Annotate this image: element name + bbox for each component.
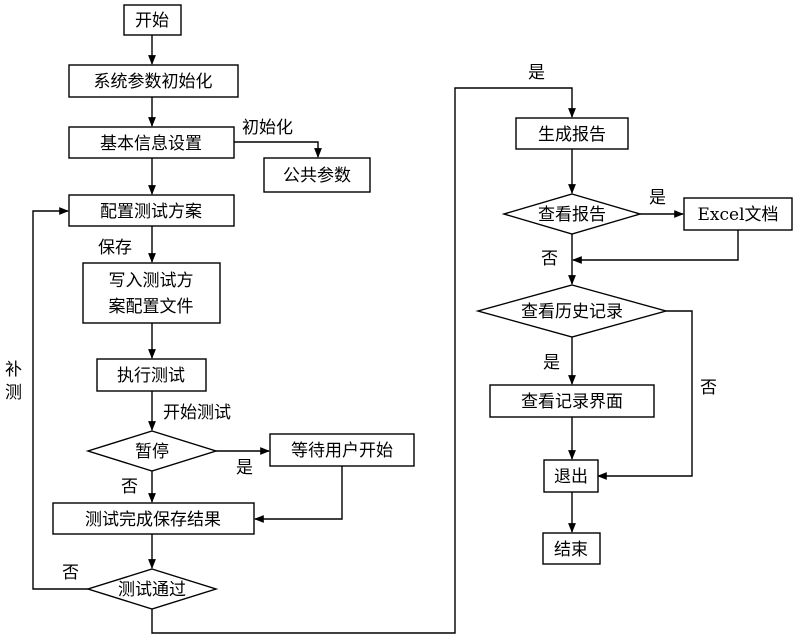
label-retest-2: 测 bbox=[5, 383, 22, 403]
node-complete-save-label: 测试完成保存结果 bbox=[85, 510, 221, 530]
node-write-config-line1: 写入测试方 bbox=[109, 271, 194, 291]
node-write-config: 写入测试方 案配置文件 bbox=[83, 263, 220, 323]
label-history-no: 否 bbox=[700, 378, 717, 398]
node-view-report-decision: 查看报告 bbox=[504, 194, 640, 234]
node-public-params: 公共参数 bbox=[264, 158, 370, 192]
node-config-plan-label: 配置测试方案 bbox=[100, 202, 202, 222]
edge-wait-to-complete bbox=[255, 466, 342, 519]
node-pass-label: 测试通过 bbox=[118, 580, 186, 600]
edge-basicinfo-to-publicparams bbox=[234, 142, 318, 157]
node-excel-doc: Excel文档 bbox=[684, 198, 792, 230]
label-pass-no: 否 bbox=[62, 563, 79, 583]
node-start-label: 开始 bbox=[135, 11, 169, 31]
node-end-label: 结束 bbox=[554, 540, 588, 560]
node-end: 结束 bbox=[543, 533, 600, 564]
label-init: 初始化 bbox=[242, 118, 293, 138]
node-complete-save: 测试完成保存结果 bbox=[53, 503, 254, 534]
node-pause-decision: 暂停 bbox=[88, 431, 216, 471]
node-pass-decision: 测试通过 bbox=[88, 569, 216, 609]
node-view-record-ui-label: 查看记录界面 bbox=[521, 392, 623, 412]
node-write-config-line2: 案配置文件 bbox=[109, 297, 194, 317]
node-view-history-label: 查看历史记录 bbox=[521, 302, 623, 322]
node-run-test: 执行测试 bbox=[97, 359, 206, 391]
node-run-test-label: 执行测试 bbox=[117, 366, 185, 386]
label-report-yes: 是 bbox=[649, 188, 666, 208]
node-wait-user-label: 等待用户开始 bbox=[291, 441, 393, 461]
node-config-plan: 配置测试方案 bbox=[69, 195, 234, 226]
label-start-test: 开始测试 bbox=[163, 403, 231, 423]
node-start: 开始 bbox=[124, 5, 181, 35]
node-gen-report-label: 生成报告 bbox=[538, 125, 606, 145]
node-sys-init-label: 系统参数初始化 bbox=[94, 72, 213, 92]
node-view-history-decision: 查看历史记录 bbox=[478, 285, 666, 337]
node-pause-label: 暂停 bbox=[135, 442, 169, 462]
node-gen-report: 生成报告 bbox=[516, 118, 628, 149]
node-basic-info: 基本信息设置 bbox=[69, 127, 234, 158]
label-retest-1: 补 bbox=[5, 360, 22, 380]
node-view-report-label: 查看报告 bbox=[538, 205, 606, 225]
node-exit: 退出 bbox=[544, 460, 598, 492]
label-save: 保存 bbox=[98, 238, 132, 258]
label-report-no: 否 bbox=[541, 249, 558, 269]
node-sys-init: 系统参数初始化 bbox=[69, 65, 238, 97]
label-history-yes: 是 bbox=[543, 353, 560, 373]
node-wait-user: 等待用户开始 bbox=[270, 434, 414, 466]
label-pause-no: 否 bbox=[121, 477, 138, 497]
label-pass-yes: 是 bbox=[528, 63, 545, 83]
edge-excel-to-history bbox=[573, 230, 738, 260]
node-basic-info-label: 基本信息设置 bbox=[100, 134, 202, 154]
label-pause-yes: 是 bbox=[236, 458, 253, 478]
node-view-record-ui: 查看记录界面 bbox=[490, 385, 654, 417]
node-excel-doc-label: Excel文档 bbox=[697, 205, 778, 225]
node-exit-label: 退出 bbox=[554, 467, 588, 487]
node-public-params-label: 公共参数 bbox=[283, 166, 351, 186]
